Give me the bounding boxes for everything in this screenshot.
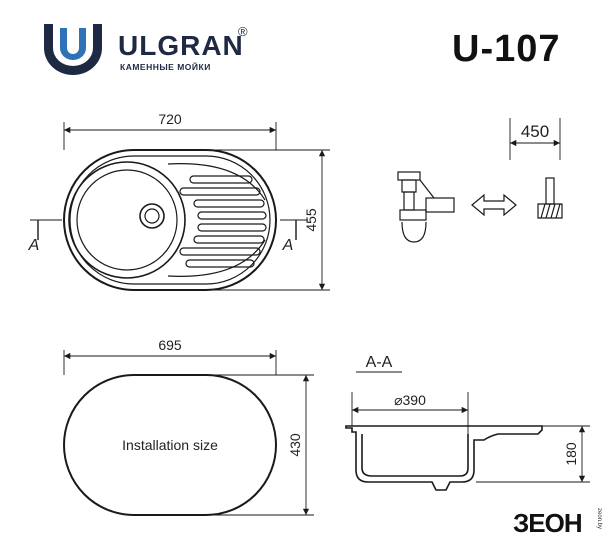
dim-455: 455: [303, 208, 319, 232]
section-mark-right: A: [282, 237, 294, 254]
dim-450: 450: [521, 122, 549, 141]
section-a-a-profile: [345, 425, 543, 491]
registered-mark: ®: [238, 24, 248, 39]
watermark-logo: ЗЕОН: [513, 508, 583, 538]
section-title: A-A: [366, 354, 393, 371]
faucet-stub-icon: [537, 177, 563, 219]
watermark-subtext: zeon.by: [596, 508, 602, 530]
sink-top-view: [63, 149, 277, 291]
model-title: U-107: [452, 28, 561, 70]
siphon-icon: [397, 171, 455, 243]
brand-subtitle: КАМЕННЫЕ МОЙКИ: [120, 62, 211, 72]
dim-720: 720: [158, 111, 182, 127]
brand-name: ULGRAN: [118, 30, 244, 61]
dim-695: 695: [158, 337, 182, 353]
dim-430: 430: [287, 433, 303, 457]
section-mark-left: A: [28, 237, 40, 254]
dim-180: 180: [563, 442, 579, 466]
ulgran-logo-icon: [44, 24, 102, 75]
double-arrow-icon: [471, 193, 517, 217]
dim-390: ⌀390: [394, 392, 426, 408]
installation-label: Installation size: [122, 437, 218, 453]
